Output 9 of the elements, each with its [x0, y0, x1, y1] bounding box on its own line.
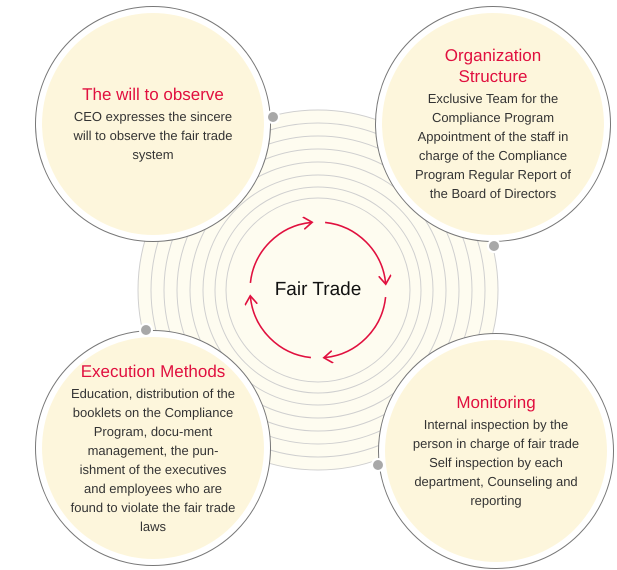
circle-description: Education, distribution of the booklets on the Compliance Program, docu-ment management, the pun-ishment of the executives and employees who are found to violate the fair trade laws: [70, 384, 236, 536]
circle-heading: Organization Structure: [444, 45, 542, 87]
circle-heading: Execution Methods: [80, 360, 226, 382]
circle-description: CEO expresses the sincere will to observe the fair trade system: [72, 108, 234, 164]
center-label: Fair Trade: [274, 278, 362, 302]
circle-description: Exclusive Team for the Compliance Program Appointment of the staff in charge of the Compliance Program Regular Report of the Board of Directors: [414, 90, 572, 203]
circle-description: Internal inspection by the person in charge of fair trade Self inspection by each department, Counseling and reporting: [412, 416, 580, 510]
circle-heading: Monitoring: [456, 392, 536, 413]
circle-heading: The will to observe: [82, 84, 224, 105]
